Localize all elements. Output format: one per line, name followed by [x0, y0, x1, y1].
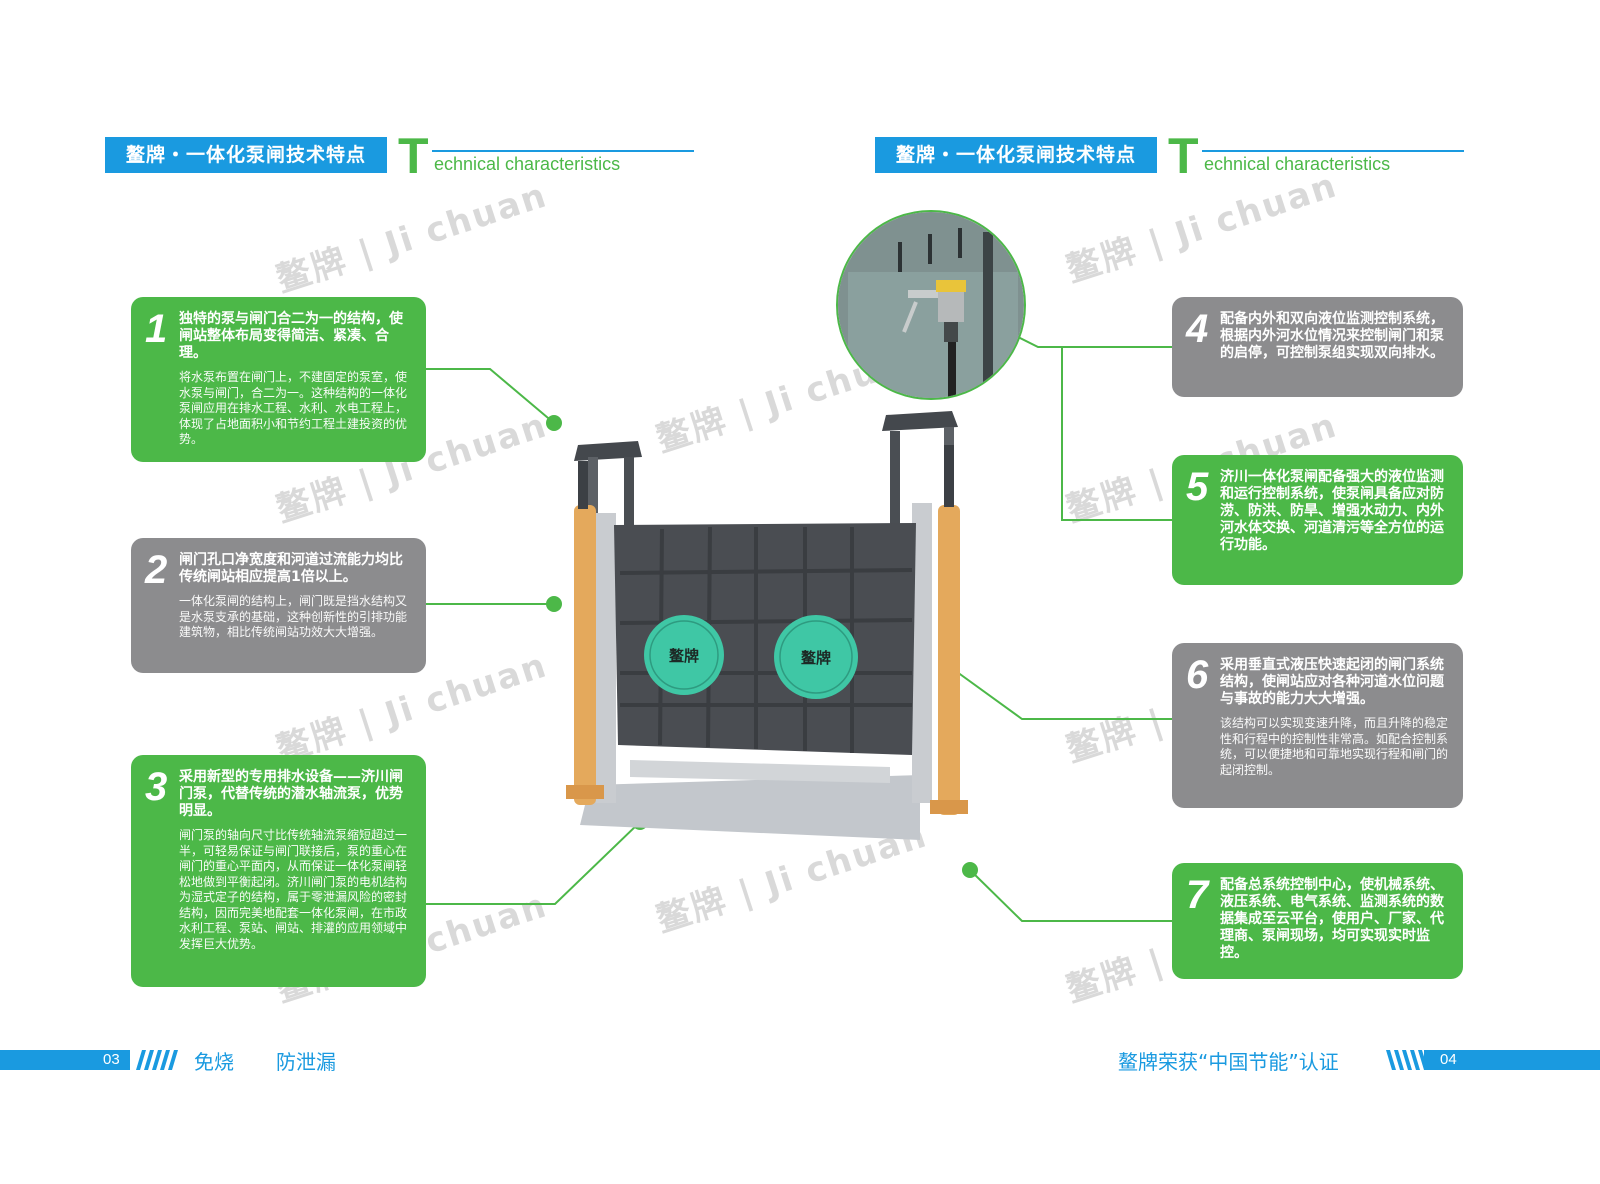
header-rule	[1202, 150, 1464, 152]
feature-card-2: 2 闸门孔口净宽度和河道过流能力均比传统闸站相应提高1倍以上。 一体化泵闸的结构…	[131, 538, 426, 673]
sensor-detail-image	[836, 210, 1026, 400]
page-number: 04	[1440, 1051, 1457, 1068]
feature-title: 闸门孔口净宽度和河道过流能力均比传统闸站相应提高1倍以上。	[179, 552, 403, 585]
feature-card-5: 5 济川一体化泵闸配备强大的液位监测和运行控制系统，使泵闸具备应对防涝、防洪、防…	[1172, 455, 1463, 585]
feature-title: 采用垂直式液压快速起闭的闸门系统结构，使闸站应对各种河道水位问题与事故的能力大大…	[1220, 657, 1444, 707]
feature-number: 2	[145, 548, 168, 592]
feature-card-3: 3 采用新型的专用排水设备——济川闸门泵，代替传统的潜水轴流泵，优势明显。 闸门…	[131, 755, 426, 987]
header-subtitle: echnical characteristics	[434, 154, 621, 174]
feature-body: 一体化泵闸的结构上，闸门既是挡水结构又是水泵支承的基础，这种创新性的引排功能建筑…	[179, 594, 408, 639]
feature-card-6: 6 采用垂直式液压快速起闭的闸门系统结构，使闸站应对各种河道水位问题与事故的能力…	[1172, 643, 1463, 808]
feature-number: 1	[145, 307, 168, 351]
feature-card-1: 1 独特的泵与闸门合二为一的结构，使闸站整体布局变得简洁、紧凑、合理。 将水泵布…	[131, 297, 426, 462]
pump-gate-illustration: 鳌牌 鳌牌	[560, 405, 980, 850]
feature-title: 配备内外和双向液位监测控制系统，根据内外河水位情况来控制闸门和泵的启停，可控制泵…	[1220, 311, 1444, 361]
feature-body: 该结构可以实现变速升降，而且升降的稳定性和行程中的控制性非常高。如配合控制系统，…	[1220, 716, 1449, 777]
feature-title: 配备总系统控制中心，使机械系统、液压系统、电气系统、监测系统的数据集成至云平台，…	[1220, 877, 1444, 961]
footer-item: 防泄漏	[276, 1050, 336, 1074]
footer-item: 免烧	[194, 1050, 234, 1074]
feature-number: 5	[1186, 465, 1209, 509]
header-letter: T	[398, 128, 429, 184]
footer-bar	[0, 1050, 130, 1070]
feature-title: 采用新型的专用排水设备——济川闸门泵，代替传统的潜水轴流泵，优势明显。	[179, 769, 403, 819]
feature-number: 6	[1186, 653, 1209, 697]
pump-logo: 鳌牌	[800, 649, 831, 667]
feature-body: 将水泵布置在闸门上，不建固定的泵室，使水泵与闸门，合二为一。这种结构的一体化泵闸…	[179, 370, 408, 446]
footer-bar	[1424, 1050, 1600, 1070]
liquid-level-sensor-icon	[838, 212, 1024, 398]
stripes-icon	[136, 1050, 178, 1070]
section-title: 鳌牌・一体化泵闸技术特点	[875, 137, 1157, 173]
feature-number: 7	[1186, 873, 1209, 917]
header-rule	[432, 150, 694, 152]
header-letter: T	[1168, 128, 1199, 184]
pump-logo: 鳌牌	[668, 647, 699, 665]
footer-text: 鳌牌荣获“中国节能”认证	[1118, 1050, 1339, 1074]
feature-number: 3	[145, 765, 168, 809]
feature-card-7: 7 配备总系统控制中心，使机械系统、液压系统、电气系统、监测系统的数据集成至云平…	[1172, 863, 1463, 979]
section-title: 鳌牌・一体化泵闸技术特点	[105, 137, 387, 173]
page-number: 03	[103, 1051, 120, 1068]
feature-card-4: 4 配备内外和双向液位监测控制系统，根据内外河水位情况来控制闸门和泵的启停，可控…	[1172, 297, 1463, 397]
feature-title: 独特的泵与闸门合二为一的结构，使闸站整体布局变得简洁、紧凑、合理。	[179, 311, 403, 361]
feature-title: 济川一体化泵闸配备强大的液位监测和运行控制系统，使泵闸具备应对防涝、防洪、防旱、…	[1220, 469, 1444, 553]
feature-number: 4	[1186, 307, 1209, 351]
feature-body: 闸门泵的轴向尺寸比传统轴流泵缩短超过一半，可轻易保证与闸门联接后，泵的重心在闸门…	[179, 828, 408, 951]
header-subtitle: echnical characteristics	[1204, 154, 1391, 174]
